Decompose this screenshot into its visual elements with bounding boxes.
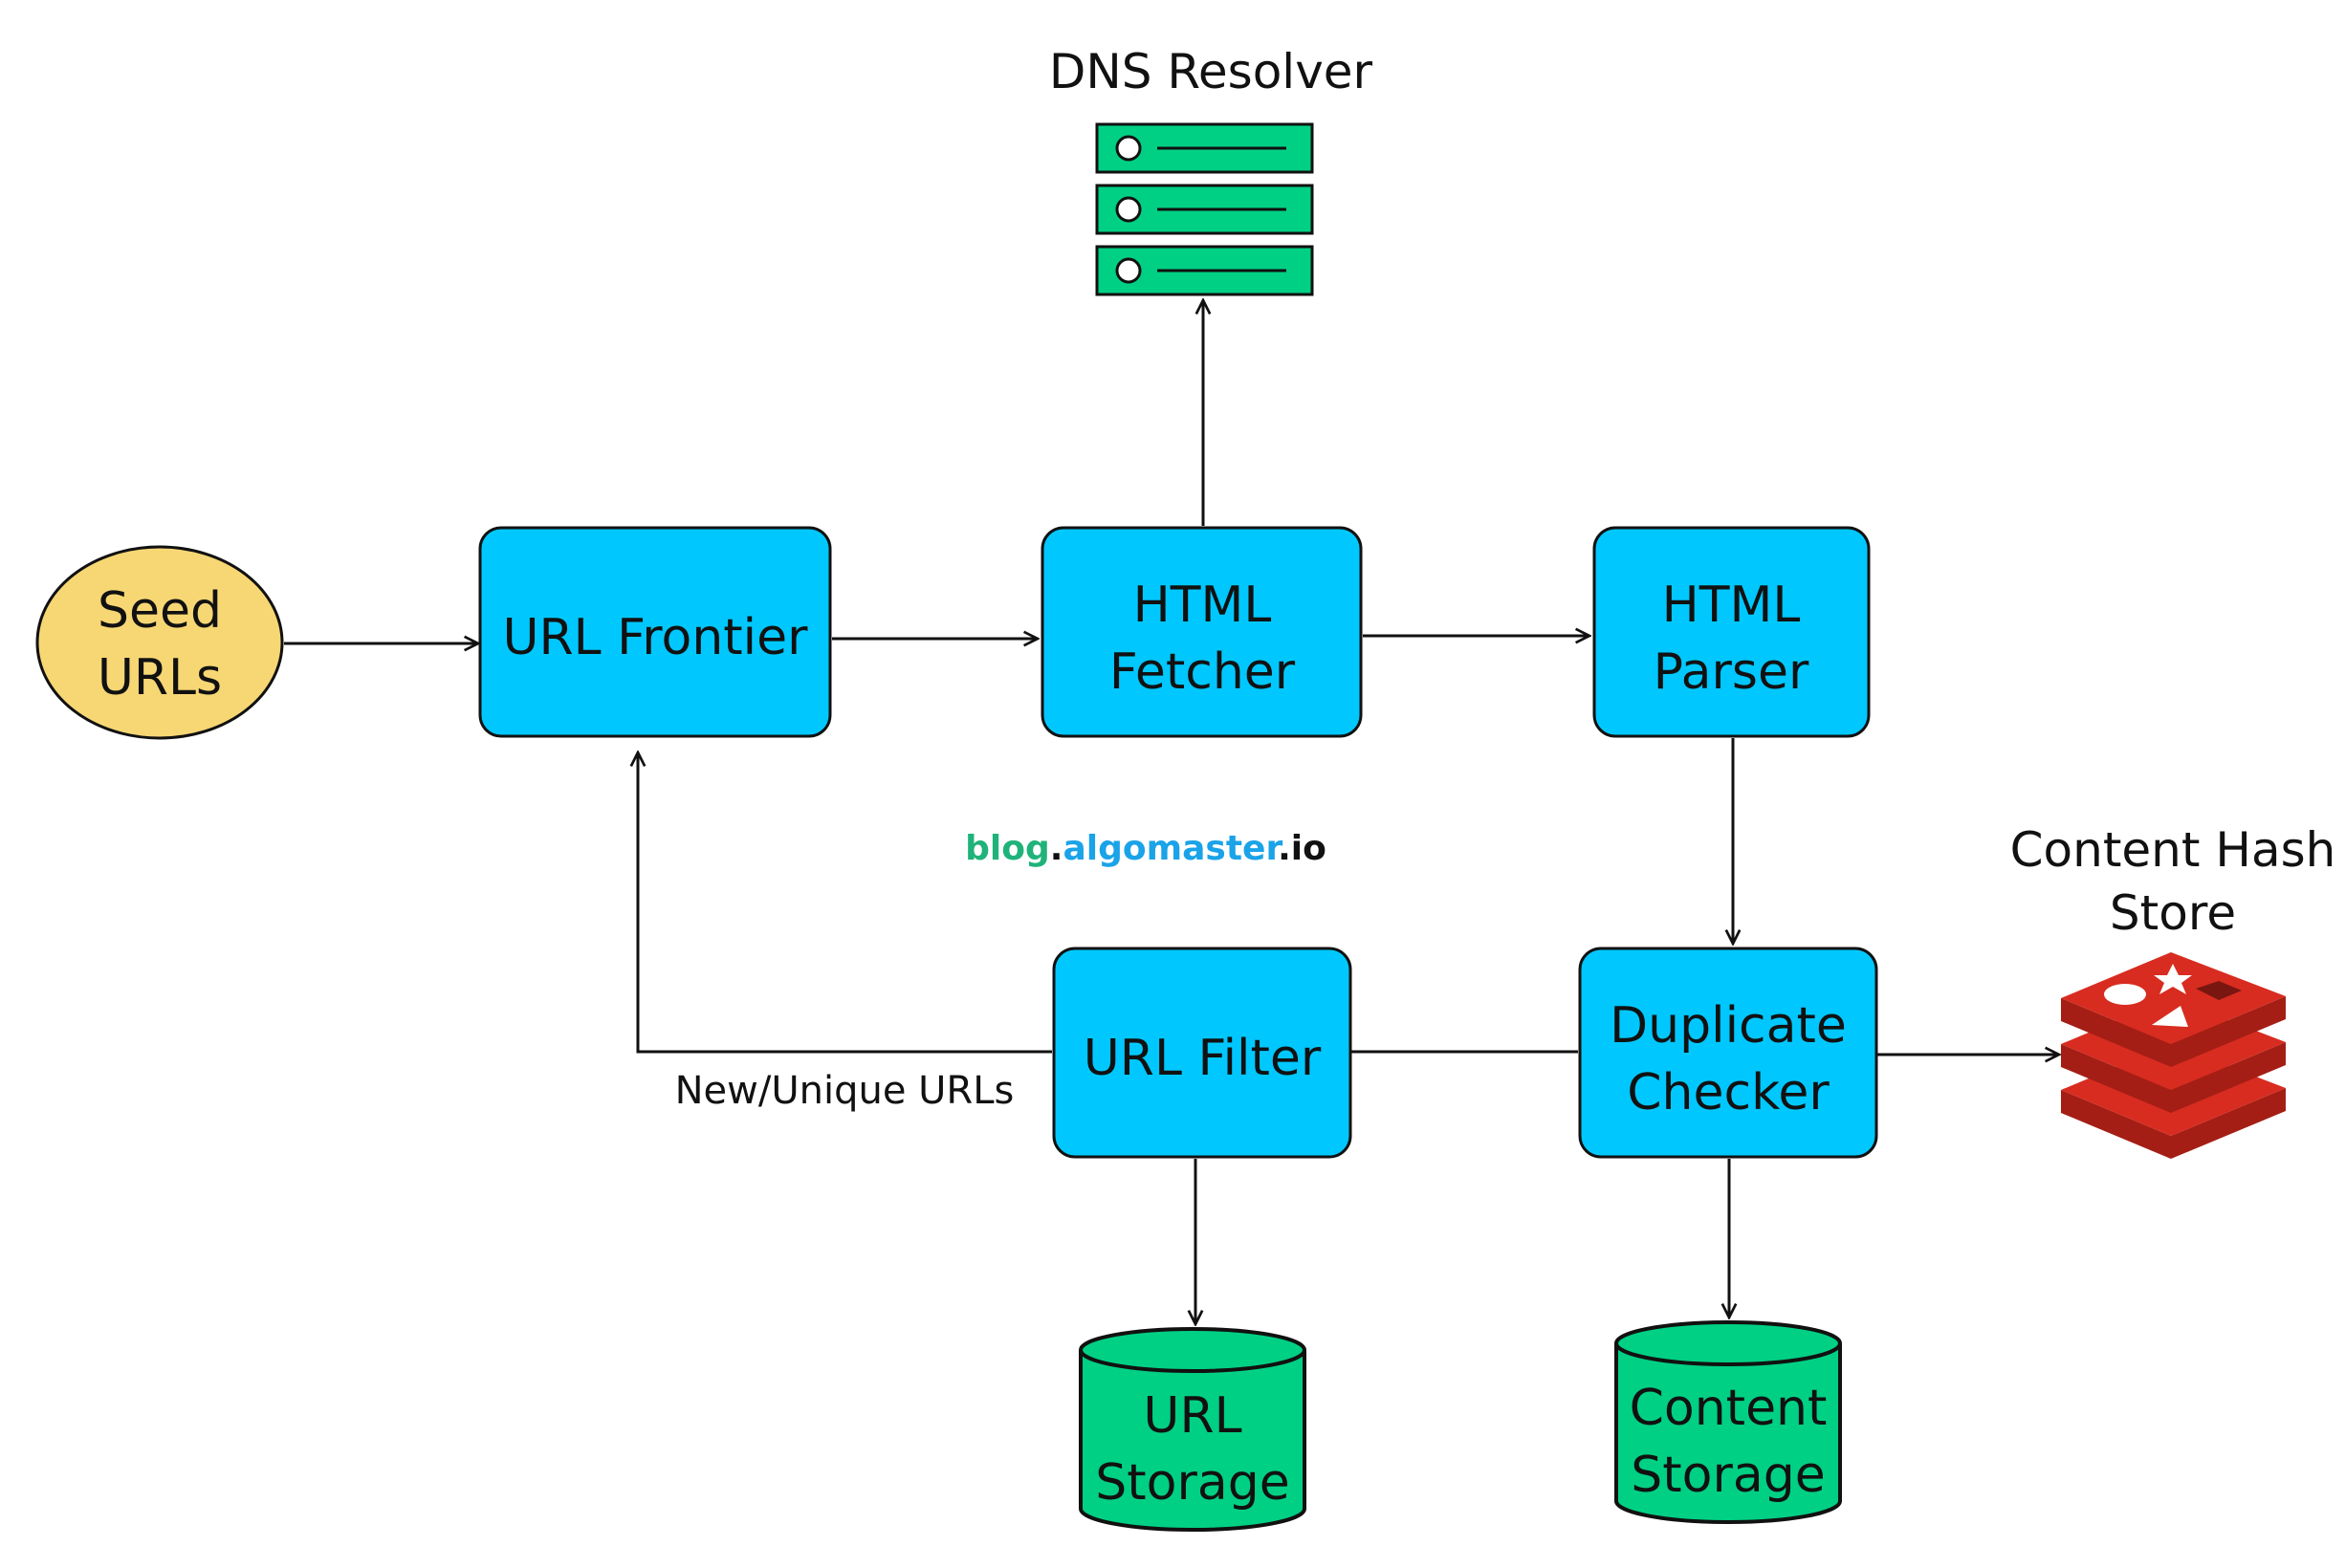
watermark-part-algomaster: algomaster — [1063, 829, 1282, 868]
watermark-part-blog: blog — [965, 829, 1050, 868]
url-frontier-node[interactable]: URL Frontier — [478, 526, 832, 738]
watermark-dot-2: . — [1278, 829, 1291, 868]
url-filter-label: URL Filter — [1084, 1030, 1322, 1087]
duplicate-checker-node[interactable]: Duplicate Checker — [1578, 947, 1878, 1159]
url-frontier-label: URL Frontier — [502, 609, 808, 666]
url-storage-database-icon — [1079, 1327, 1306, 1532]
url-frontier-shape — [478, 526, 832, 738]
url-storage-label-line2: Storage — [1095, 1454, 1289, 1512]
edge-label-new-unique-urls: New/Unique URLs — [675, 1069, 1015, 1113]
content-hash-store-node[interactable]: Content Hash Store — [2010, 822, 2336, 1159]
duplicate-checker-label-line2: Checker — [1627, 1064, 1830, 1122]
duplicate-checker-shape — [1578, 947, 1878, 1159]
server-stack-icon — [1095, 122, 1314, 296]
html-parser-shape — [1592, 526, 1871, 738]
seed-urls-shape — [35, 545, 284, 740]
edge-filter-to-frontier — [638, 752, 1052, 1054]
content-storage-node[interactable]: Content Storage — [1614, 1320, 1842, 1524]
html-parser-label-line1: HTML — [1662, 577, 1801, 634]
url-storage-node[interactable]: URL Storage — [1079, 1327, 1306, 1532]
url-storage-label-line1: URL — [1143, 1387, 1241, 1445]
html-fetcher-label-line2: Fetcher — [1109, 643, 1296, 701]
content-storage-database-icon — [1614, 1320, 1842, 1524]
edges — [284, 300, 2059, 1324]
seed-urls-label-line2: URLs — [98, 649, 222, 707]
content-storage-label-line1: Content — [1630, 1380, 1828, 1437]
url-filter-shape — [1052, 947, 1352, 1159]
url-filter-node[interactable]: URL Filter — [1052, 947, 1352, 1159]
content-hash-store-title-line2: Store — [2110, 885, 2236, 941]
dns-resolver-node[interactable]: DNS Resolver — [1049, 44, 1373, 296]
redis-icon — [2061, 952, 2286, 1159]
content-storage-label-line2: Storage — [1631, 1447, 1825, 1504]
watermark-dot-1: . — [1050, 829, 1063, 868]
watermark: blog.algomaster.io — [965, 829, 1326, 868]
html-parser-node[interactable]: HTML Parser — [1592, 526, 1871, 738]
dns-resolver-title: DNS Resolver — [1049, 44, 1373, 99]
content-hash-store-title-line1: Content Hash — [2010, 822, 2336, 878]
html-fetcher-node[interactable]: HTML Fetcher — [1041, 526, 1363, 738]
html-fetcher-shape — [1041, 526, 1363, 738]
html-fetcher-label-line1: HTML — [1133, 577, 1272, 634]
seed-urls-node[interactable]: Seed URLs — [35, 545, 284, 740]
seed-urls-label-line1: Seed — [98, 582, 222, 640]
duplicate-checker-label-line1: Duplicate — [1610, 997, 1847, 1055]
html-parser-label-line2: Parser — [1654, 643, 1809, 701]
watermark-part-io: io — [1291, 829, 1326, 868]
